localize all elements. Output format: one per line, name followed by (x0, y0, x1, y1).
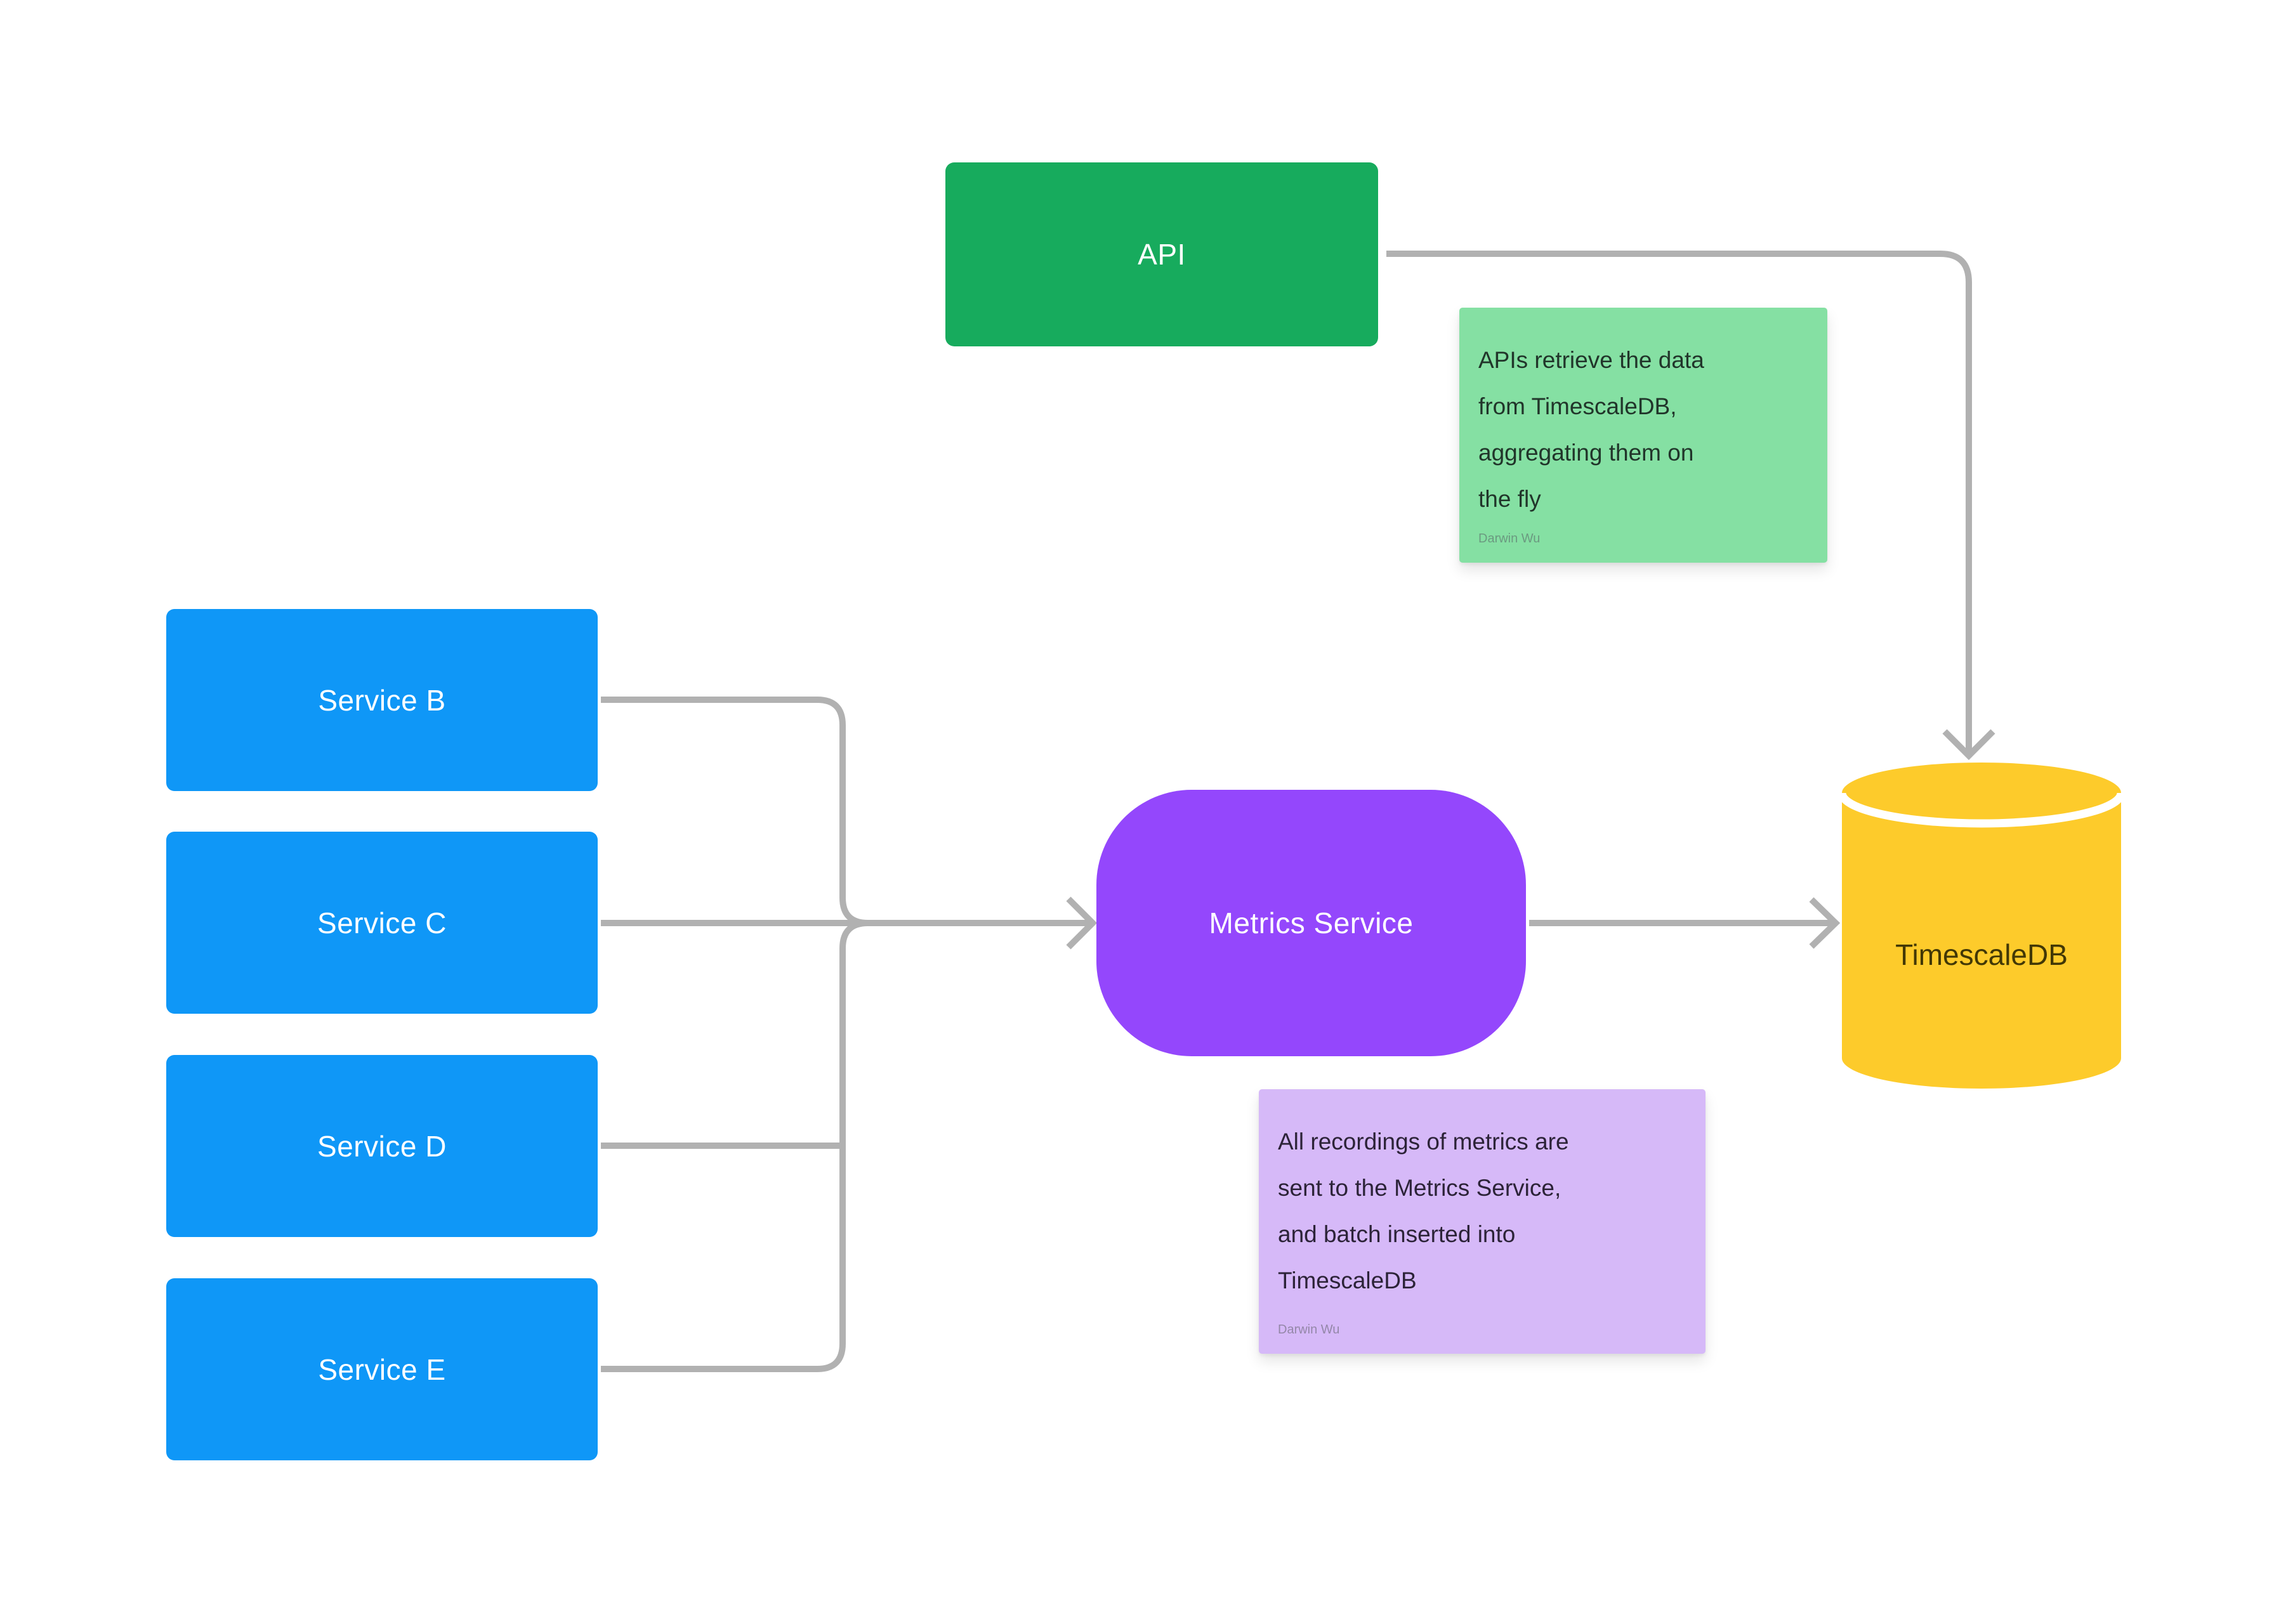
database-cylinder-icon (1837, 763, 2126, 1089)
node-service-d[interactable]: Service D (166, 1055, 598, 1237)
sticky-note-api[interactable]: APIs retrieve the data from TimescaleDB,… (1459, 308, 1827, 563)
node-service-d-label: Service D (317, 1129, 447, 1163)
node-service-c[interactable]: Service C (166, 832, 598, 1014)
arrowhead-into-timescaledb-left (1809, 897, 1841, 949)
note-line: and batch inserted into (1278, 1221, 1516, 1247)
node-timescaledb[interactable] (1837, 759, 2126, 1096)
note-line: the fly (1478, 486, 1541, 512)
note-line: from TimescaleDB, (1478, 393, 1677, 419)
sticky-note-metrics[interactable]: All recordings of metrics are sent to th… (1259, 1089, 1705, 1354)
connector-service-b[interactable] (601, 697, 869, 926)
connector-api-to-timescaledb[interactable] (1386, 251, 1972, 755)
node-metrics-service-label: Metrics Service (1209, 907, 1414, 940)
sticky-note-metrics-author: Darwin Wu (1278, 1323, 1340, 1337)
cylinder-lid-line (1837, 792, 2126, 828)
note-line: aggregating them on (1478, 440, 1694, 466)
sticky-note-api-text: APIs retrieve the data from TimescaleDB,… (1478, 337, 1812, 522)
node-metrics-service[interactable]: Metrics Service (1096, 790, 1526, 1056)
note-line: sent to the Metrics Service, (1278, 1175, 1561, 1201)
node-api[interactable]: API (945, 162, 1378, 346)
sticky-note-metrics-text: All recordings of metrics are sent to th… (1278, 1118, 1690, 1304)
arrowhead-into-metrics (1066, 896, 1098, 950)
node-timescaledb-label: TimescaleDB (1895, 938, 2068, 971)
node-service-b-label: Service B (318, 683, 446, 717)
sticky-note-api-author: Darwin Wu (1478, 532, 1541, 546)
note-line: All recordings of metrics are (1278, 1129, 1569, 1155)
node-service-e[interactable]: Service E (166, 1278, 598, 1460)
note-line: APIs retrieve the data (1478, 347, 1704, 373)
arrowhead-into-timescaledb-top (1942, 729, 1995, 761)
note-line: TimescaleDB (1278, 1267, 1417, 1293)
node-service-c-label: Service C (317, 906, 447, 940)
node-service-b[interactable]: Service B (166, 609, 598, 791)
node-service-e-label: Service E (318, 1352, 446, 1386)
node-api-label: API (1138, 238, 1186, 271)
